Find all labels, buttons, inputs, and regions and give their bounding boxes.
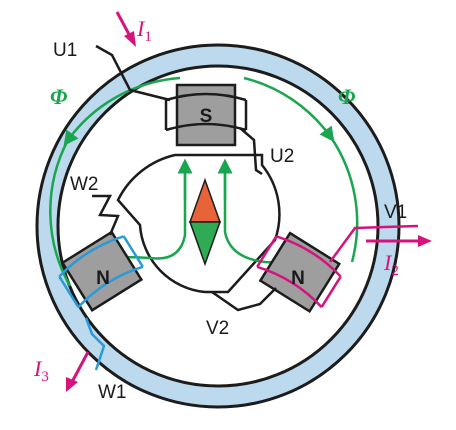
terminal-u2: U2 bbox=[270, 146, 294, 167]
pole-right-label: N bbox=[291, 268, 305, 289]
pole-right bbox=[256, 231, 342, 314]
terminal-w1: W1 bbox=[98, 382, 127, 403]
wire-u1 bbox=[95, 44, 171, 102]
pole-core-right bbox=[258, 231, 341, 314]
coil-w-left bbox=[58, 235, 144, 308]
wire-u2 bbox=[239, 127, 263, 176]
pole-left-label: N bbox=[96, 268, 110, 289]
terminal-v1: V1 bbox=[384, 202, 407, 223]
flux-path-right-lower bbox=[328, 135, 359, 263]
flux-label-right: Φ bbox=[338, 84, 355, 109]
current-label-i2: I2 bbox=[383, 250, 399, 279]
wire-v2 bbox=[211, 287, 277, 312]
coil-v-right bbox=[256, 235, 342, 308]
terminal-v2: V2 bbox=[206, 318, 229, 339]
current-arrow-i2 bbox=[366, 235, 432, 247]
wire-w2 bbox=[92, 194, 120, 236]
pole-top-label: S bbox=[200, 106, 213, 127]
current-arrow-i1 bbox=[115, 11, 136, 47]
flux-path-left bbox=[63, 76, 181, 147]
current-label-i1: I1 bbox=[136, 16, 152, 45]
terminal-u1: U1 bbox=[53, 40, 77, 61]
coil-u-top bbox=[164, 92, 248, 132]
wire-v1 bbox=[328, 224, 419, 263]
needle-south bbox=[188, 221, 222, 267]
terminal-w2: W2 bbox=[70, 174, 99, 195]
flux-path-right bbox=[243, 76, 335, 143]
wire-w1 bbox=[84, 317, 106, 371]
pole-core-left bbox=[60, 230, 144, 313]
current-label-i3: I3 bbox=[33, 356, 49, 385]
current-arrow-i3 bbox=[66, 351, 90, 392]
flux-path-left-lower bbox=[49, 139, 72, 287]
pole-left bbox=[58, 230, 144, 313]
flux-label-left: Φ bbox=[50, 84, 67, 109]
